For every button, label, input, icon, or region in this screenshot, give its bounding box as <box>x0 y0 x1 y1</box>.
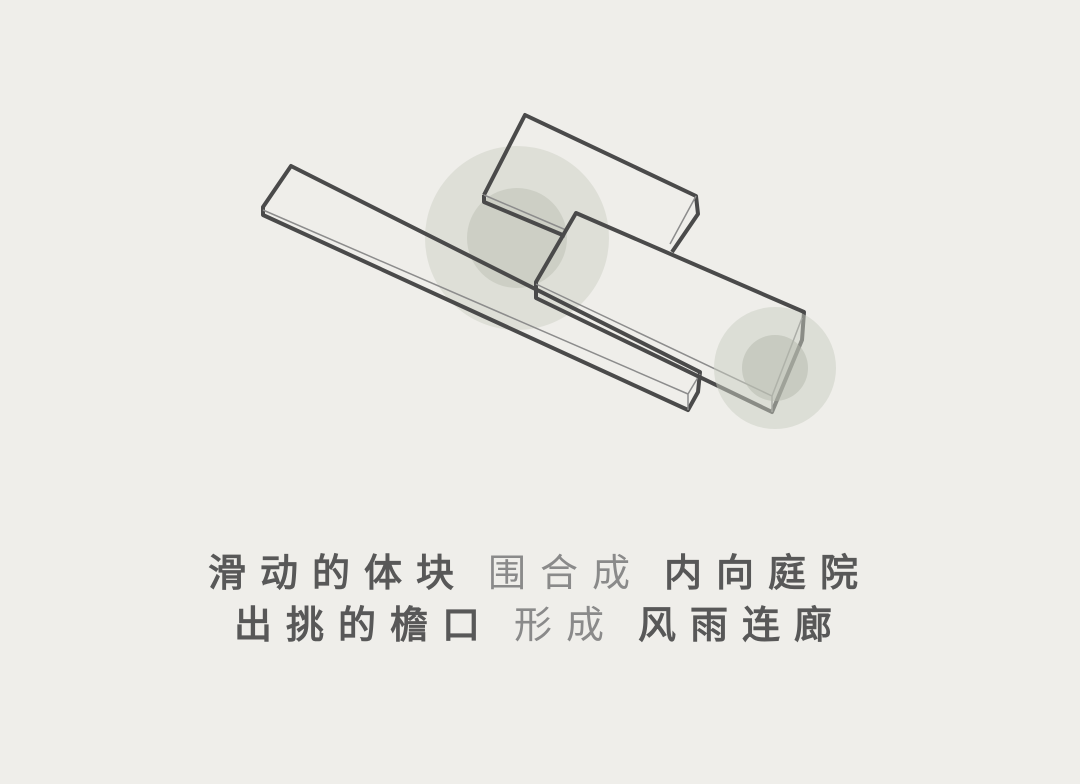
halo-right-inner <box>742 335 808 401</box>
halo-left <box>425 146 609 330</box>
caption-line1-part2: 围合成 <box>487 551 644 595</box>
back-block-edge <box>483 194 697 245</box>
caption-line-1: 滑动的体块围合成内向庭院 <box>0 542 1080 597</box>
axonometric-diagram <box>261 113 836 429</box>
halo-left-inner <box>467 188 567 288</box>
long-bar-volume <box>261 164 702 412</box>
caption-line2-part1: 出挑的檐口 <box>233 603 494 647</box>
caption-line2-part2: 形成 <box>513 603 618 647</box>
long-bar-edge <box>262 209 701 410</box>
caption-line1-part1: 滑动的体块 <box>207 551 468 595</box>
caption-line2-part3: 风雨连廊 <box>638 603 847 647</box>
back-block-volume <box>482 113 700 254</box>
long-bar-outline <box>261 164 702 412</box>
halo-right <box>714 307 836 429</box>
caption-line-2: 出挑的檐口形成风雨连廊 <box>0 594 1080 649</box>
caption-line1-part3: 内向庭院 <box>664 551 873 595</box>
halo-left-outer <box>425 146 609 330</box>
